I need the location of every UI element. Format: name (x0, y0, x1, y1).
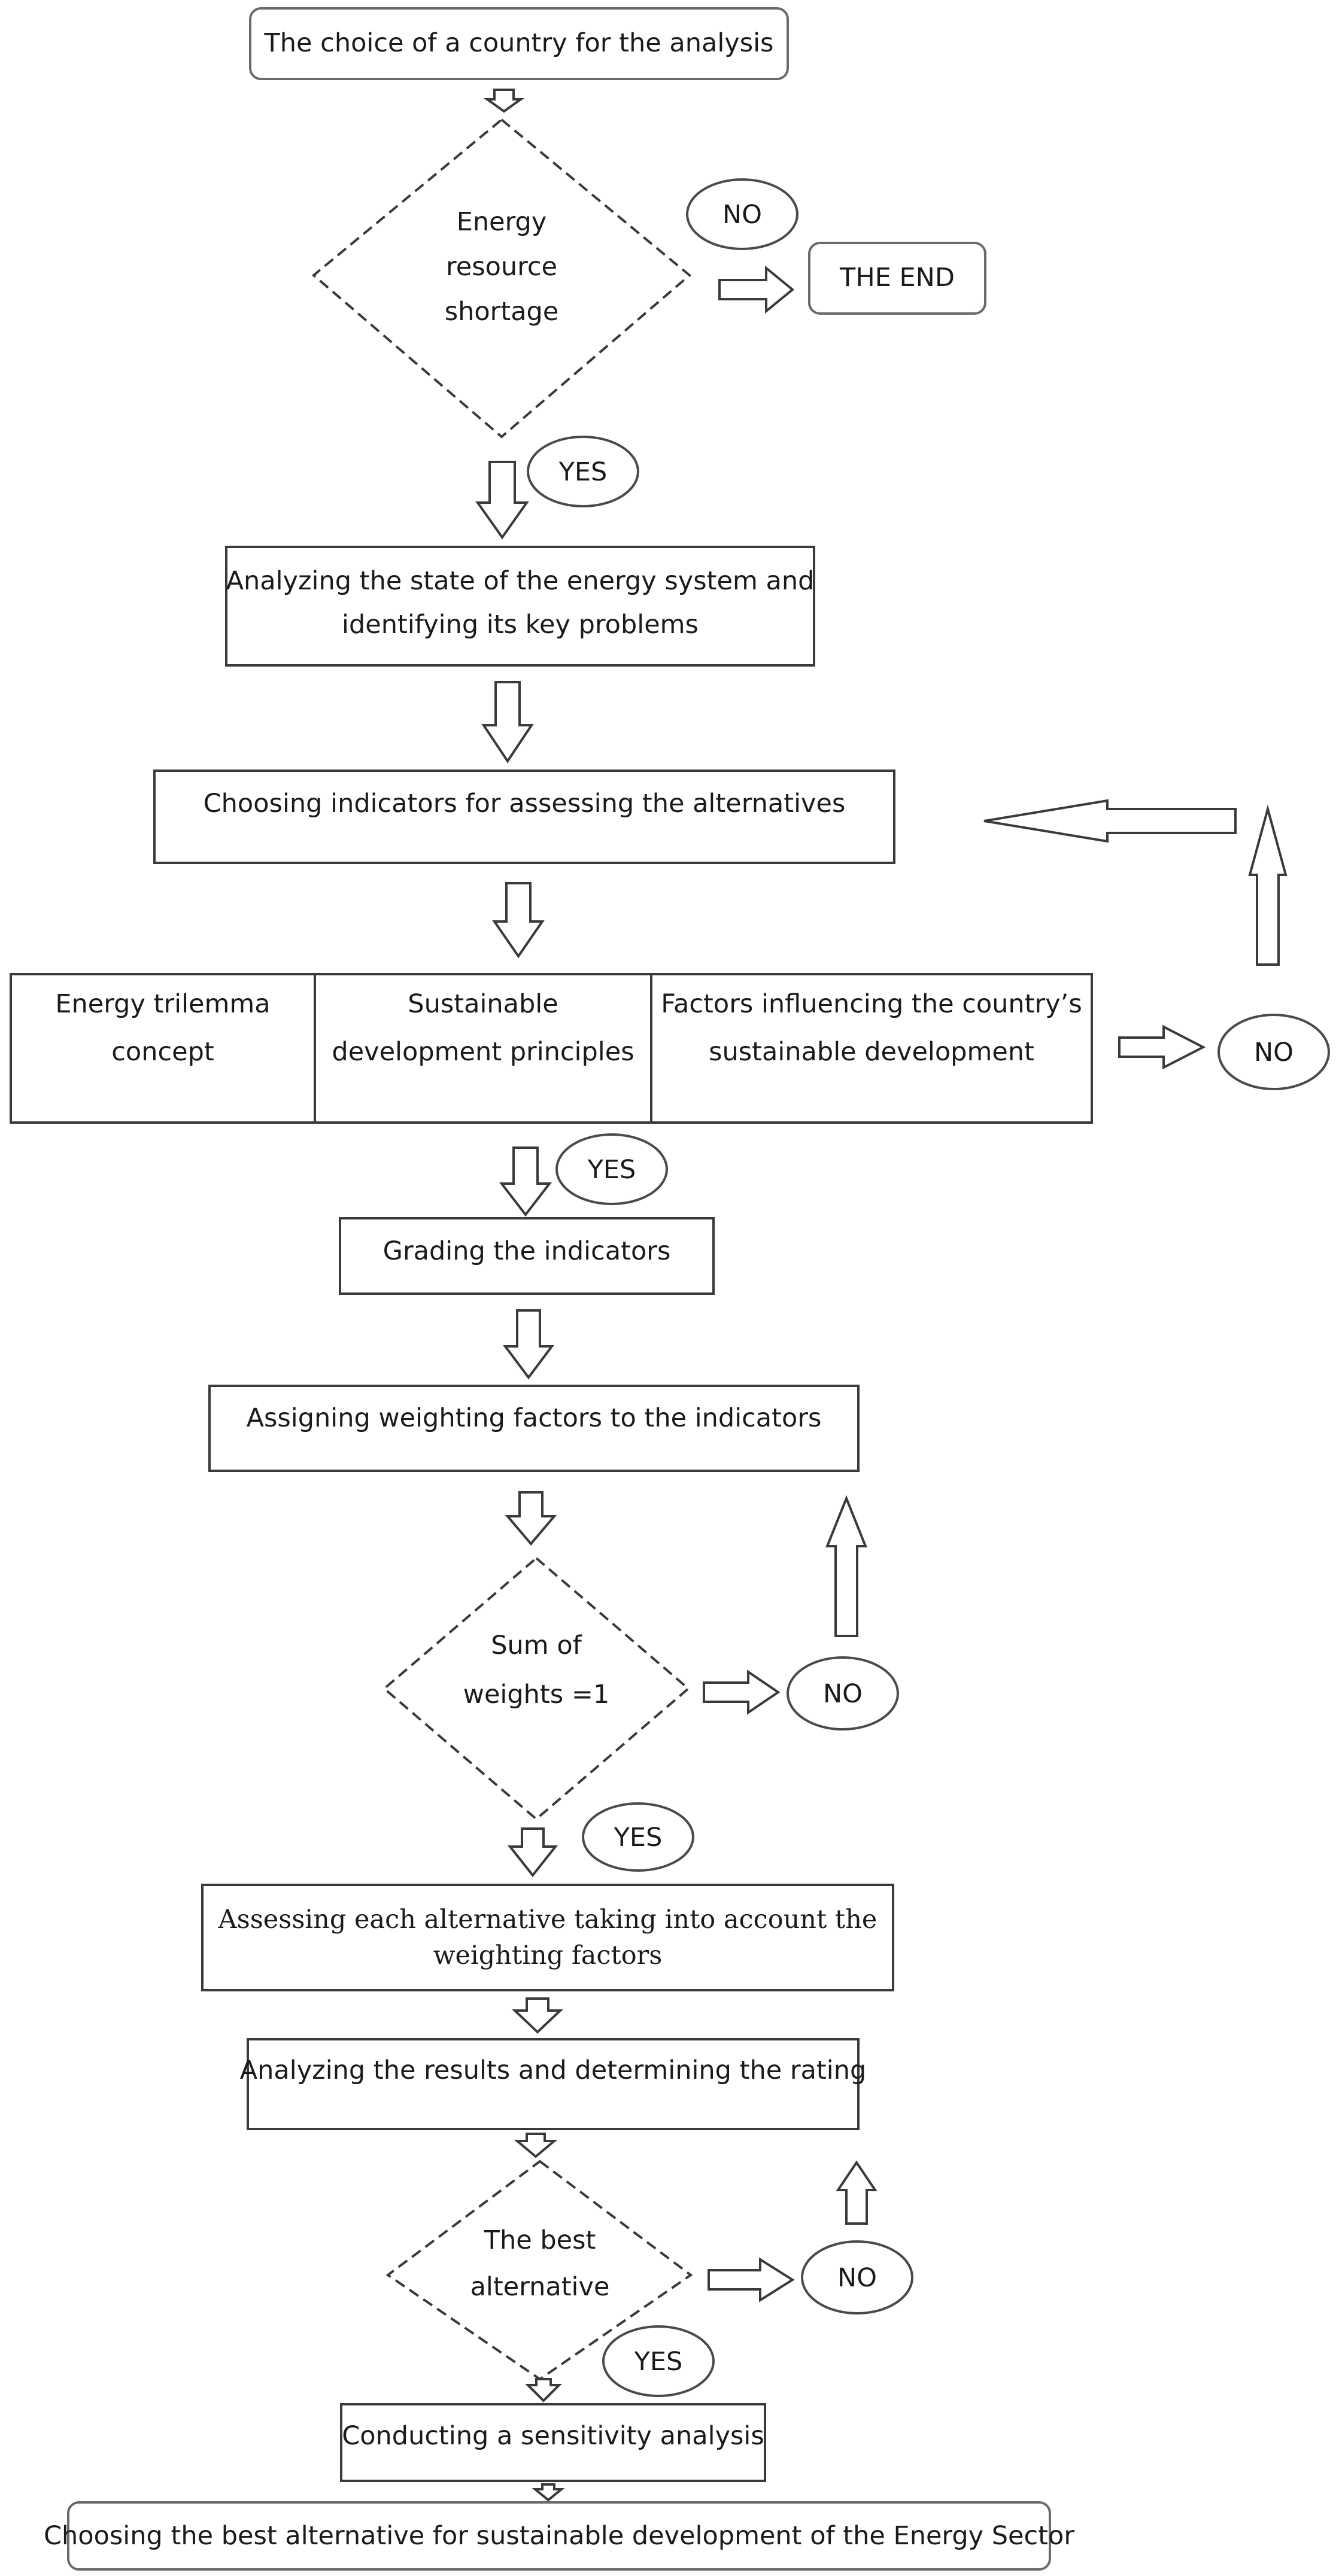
no-oval-1: NO (686, 178, 798, 250)
decision-sum-weights: Sum of weights =1 (382, 1556, 691, 1821)
decision-shortage-line3: shortage (445, 297, 559, 327)
factors-line2: sustainable development (709, 1037, 1034, 1067)
factors-line1: Factors influencing the country’s (661, 989, 1082, 1019)
assess-each-node: Assessing each alternative taking into a… (201, 1884, 894, 1991)
no-4-label: NO (837, 2263, 877, 2293)
arrow-right-to-no-3 (703, 1669, 781, 1715)
yes-oval-2: YES (555, 1133, 668, 1205)
analyze-results-label: Analyzing the results and determining th… (240, 2055, 867, 2085)
sustainable-line1: Sustainable (408, 989, 558, 1019)
arrow-down-4 (492, 882, 545, 959)
decision-best-line1: The best (484, 2225, 596, 2255)
decision-shortage-line2: resource (446, 252, 557, 282)
assign-weights-node: Assigning weighting factors to the indic… (208, 1385, 860, 1472)
sensitivity-label: Conducting a sensitivity analysis (342, 2421, 764, 2451)
analyze-state-line1: Analyzing the state of the energy system… (226, 566, 815, 596)
assess-each-line1: Assessing each alternative taking into a… (218, 1905, 878, 1935)
arrow-down-6 (503, 1309, 554, 1380)
start-label: The choice of a country for the analysis (264, 28, 774, 58)
sensitivity-node: Conducting a sensitivity analysis (340, 2403, 766, 2482)
arrow-down-10 (514, 2133, 558, 2158)
decision-best-alternative: The best alternative (385, 2160, 693, 2381)
sustainable-principles-node: Sustainable development principles (314, 973, 652, 1124)
arrow-left-feedback (983, 799, 1237, 843)
trilemma-node: Energy trilemma concept (10, 973, 316, 1124)
arrow-right-to-no-4 (708, 2257, 795, 2303)
arrow-up-from-no-4 (836, 2160, 878, 2225)
arrow-down-12 (532, 2483, 565, 2502)
decision-energy-shortage: Energy resource shortage (311, 118, 692, 439)
grading-node: Grading the indicators (339, 1217, 715, 1295)
grading-label: Grading the indicators (383, 1236, 671, 1266)
no-3-label: NO (823, 1679, 863, 1709)
choose-indicators-node: Choosing indicators for assessing the al… (153, 770, 895, 864)
end-label: THE END (839, 263, 955, 293)
arrow-right-to-no-2 (1118, 1024, 1206, 1070)
end-node: THE END (808, 242, 986, 315)
yes-oval-4: YES (602, 2325, 715, 2397)
yes-3-label: YES (614, 1823, 663, 1853)
yes-1-label: YES (558, 457, 608, 487)
arrow-up-feedback (1248, 804, 1288, 966)
no-2-label: NO (1254, 1038, 1294, 1067)
decision-shortage-line1: Energy (457, 207, 547, 237)
decision-weights-line1: Sum of (491, 1631, 582, 1660)
final-node: Choosing the best alternative for sustai… (44, 2501, 1074, 2571)
yes-2-label: YES (587, 1155, 636, 1185)
arrow-down-11 (525, 2378, 562, 2402)
decision-best-line2: alternative (470, 2272, 610, 2302)
arrow-down-7 (505, 1491, 557, 1546)
trilemma-line2: concept (111, 1037, 214, 1067)
yes-oval-3: YES (582, 1802, 694, 1872)
arrow-down-1 (483, 89, 525, 113)
arrow-down-8 (507, 1827, 558, 1878)
choose-indicators-label: Choosing indicators for assessing the al… (204, 789, 846, 819)
yes-oval-1: YES (527, 436, 639, 507)
arrow-down-3 (481, 681, 534, 764)
analyze-state-node: Analyzing the state of the energy system… (225, 546, 815, 667)
no-oval-3: NO (787, 1656, 899, 1730)
decision-weights-line2: weights =1 (463, 1680, 609, 1710)
arrow-down-2 (475, 461, 529, 540)
no-oval-4: NO (801, 2240, 913, 2315)
sustainable-line2: development principles (332, 1037, 634, 1067)
final-label: Choosing the best alternative for sustai… (44, 2521, 1074, 2551)
start-node: The choice of a country for the analysis (249, 7, 789, 80)
no-oval-2: NO (1217, 1014, 1330, 1090)
assign-weights-label: Assigning weighting factors to the indic… (247, 1403, 822, 1433)
arrow-up-from-no-3 (825, 1495, 867, 1637)
trilemma-line1: Energy trilemma (55, 989, 270, 1019)
analyze-results-node: Analyzing the results and determining th… (240, 2038, 867, 2130)
arrow-right-to-end (718, 265, 795, 314)
no-1-label: NO (722, 200, 762, 230)
analyze-state-line2: identifying its key problems (342, 610, 699, 640)
assess-each-line2: weighting factors (433, 1941, 663, 1970)
arrow-down-5 (499, 1146, 552, 1217)
arrow-down-9 (511, 1997, 564, 2034)
factors-node: Factors influencing the country’s sustai… (650, 973, 1093, 1124)
yes-4-label: YES (634, 2347, 683, 2377)
